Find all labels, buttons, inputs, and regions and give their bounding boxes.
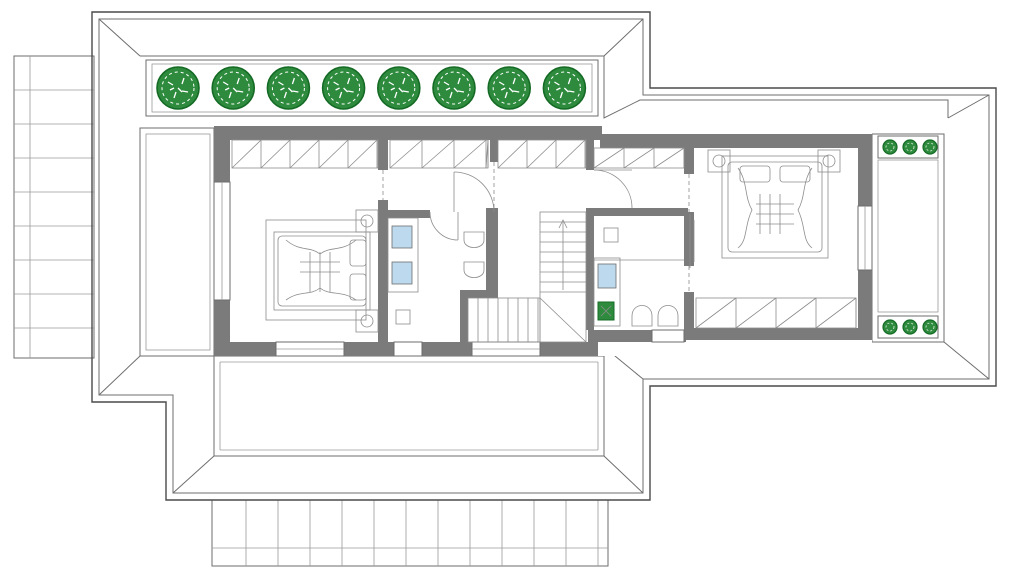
sink-icon xyxy=(391,225,413,285)
shrub-icon xyxy=(902,139,918,155)
wardrobes xyxy=(231,139,857,329)
small-planter-south xyxy=(877,315,939,339)
arrow-up-icon xyxy=(558,219,568,229)
shrub-icon xyxy=(902,319,918,335)
double-bed-icon xyxy=(273,231,371,311)
shrub-icon xyxy=(882,319,898,335)
doors xyxy=(382,162,695,292)
shrub-icon xyxy=(922,139,938,155)
sink-icon xyxy=(597,263,617,289)
bathroom-east xyxy=(593,227,679,327)
shrub-icon xyxy=(487,66,532,110)
bathroom-west xyxy=(387,217,485,325)
shrub-icon xyxy=(882,139,898,155)
shrub-icon xyxy=(156,66,200,110)
double-bed-icon xyxy=(721,155,829,259)
toilet-icon xyxy=(631,305,679,327)
shrub-icon xyxy=(321,66,366,110)
shrub-icon xyxy=(211,66,255,110)
bedroom-west xyxy=(265,209,379,333)
shrub-icon xyxy=(376,66,421,110)
bedroom-east xyxy=(707,149,841,259)
shrub-icon xyxy=(266,66,311,110)
walls xyxy=(214,126,872,356)
shrub-icon xyxy=(432,66,476,110)
west-balcony xyxy=(13,55,95,359)
staircase xyxy=(467,211,587,343)
south-balcony xyxy=(211,499,609,567)
small-planter-north xyxy=(877,135,939,159)
shrub-icon xyxy=(922,319,938,335)
shrub-icon xyxy=(542,66,587,110)
interior-floor xyxy=(214,126,872,356)
planter xyxy=(145,59,599,117)
windows xyxy=(213,181,873,357)
toilet-icon xyxy=(463,231,485,278)
